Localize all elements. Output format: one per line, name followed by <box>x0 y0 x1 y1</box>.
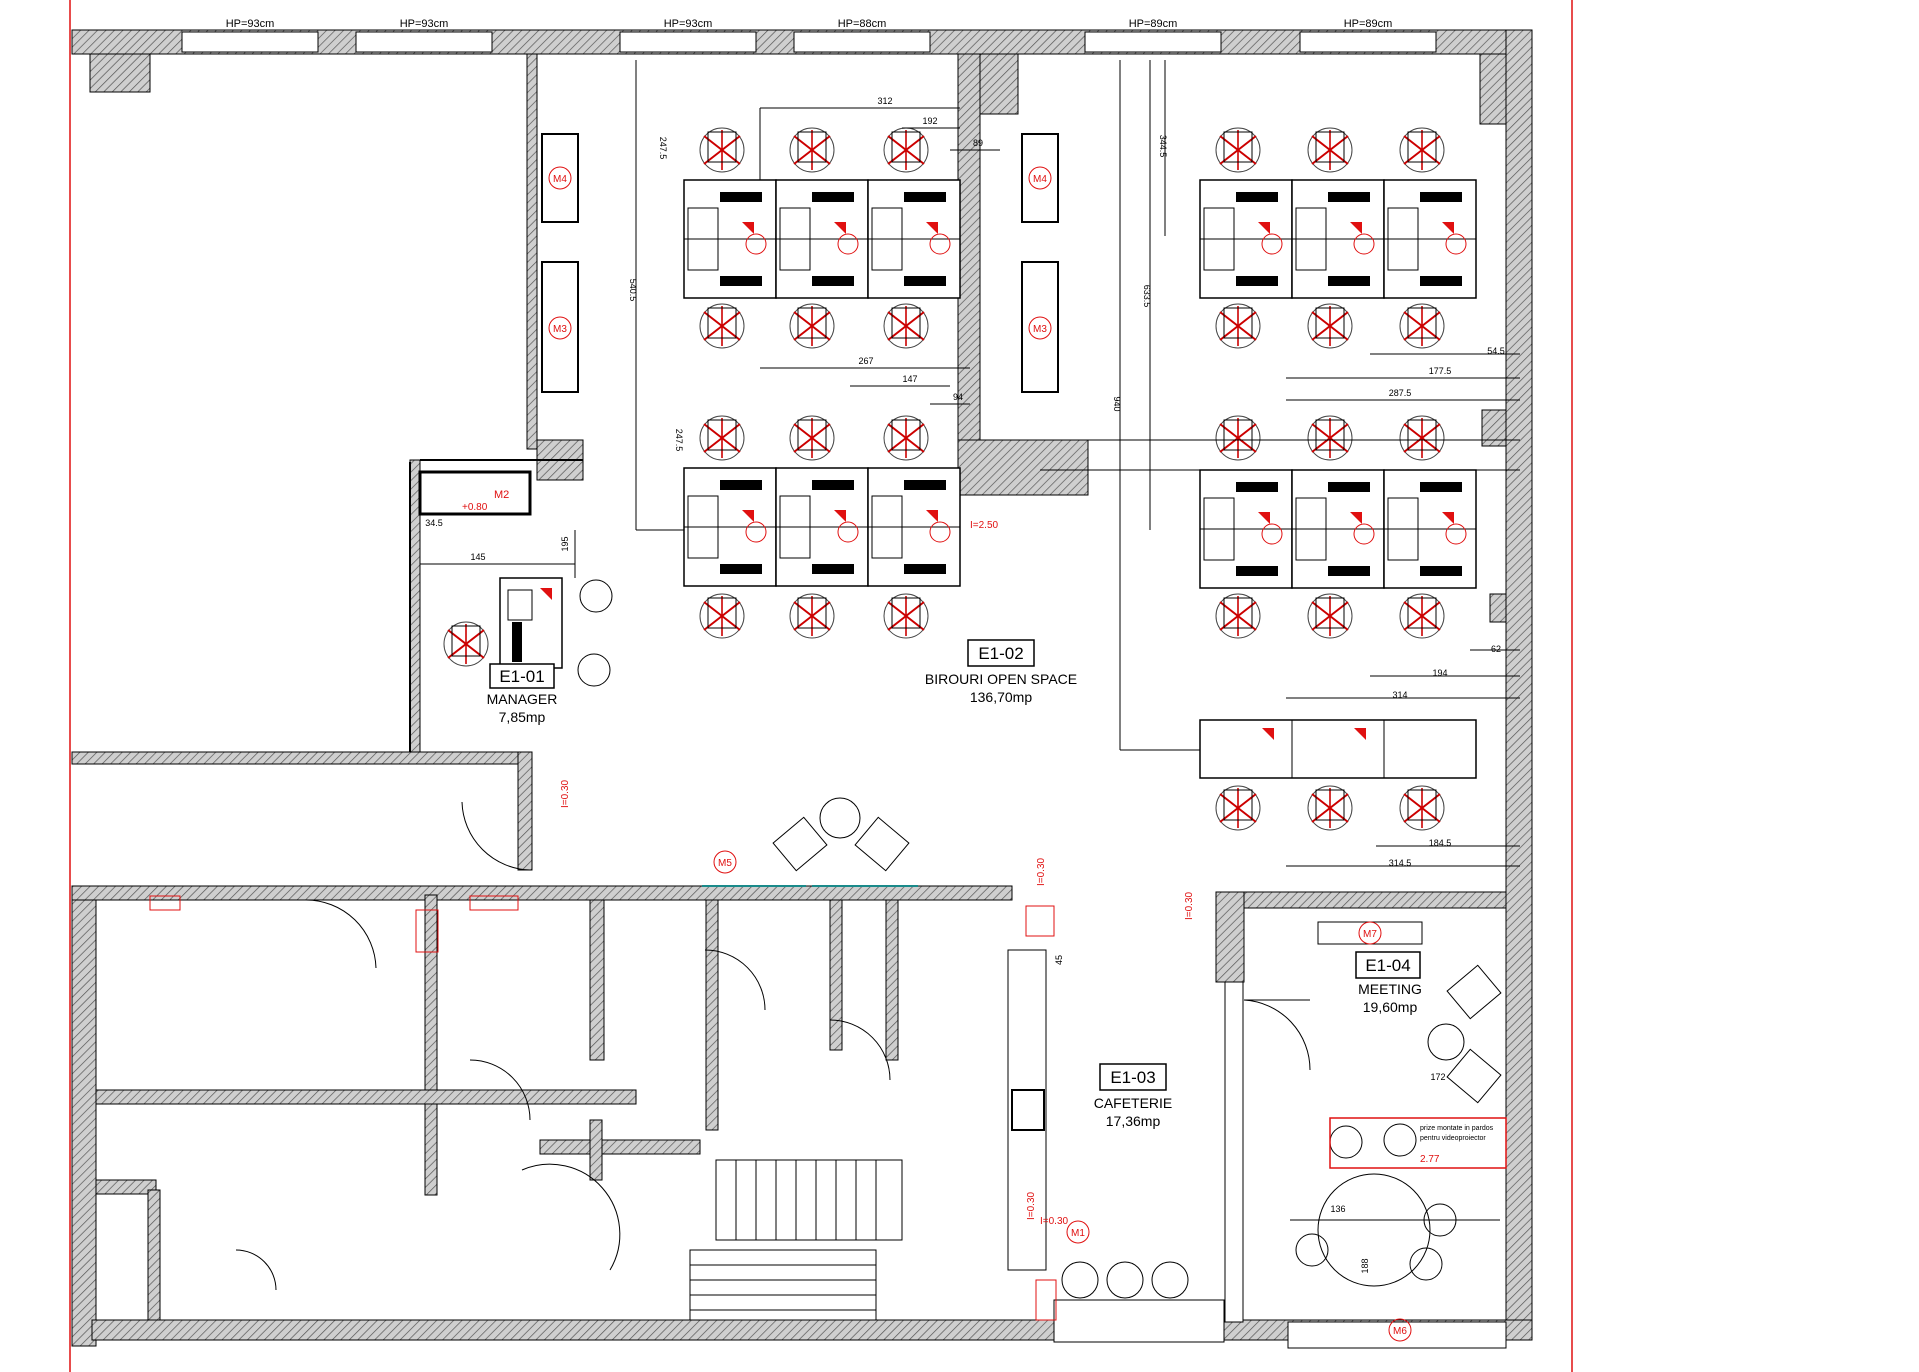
room-name: MEETING <box>1358 981 1422 997</box>
room-code: E1-01 <box>499 667 544 686</box>
meeting-furniture <box>1244 921 1507 1349</box>
svg-text:34.5: 34.5 <box>425 518 443 528</box>
svg-text:344.5: 344.5 <box>1158 135 1168 158</box>
svg-text:314.5: 314.5 <box>1389 858 1412 868</box>
svg-text:247.5: 247.5 <box>658 137 668 160</box>
room-name: BIROURI OPEN SPACE <box>925 671 1077 687</box>
room-area: 19,60mp <box>1363 999 1418 1015</box>
svg-text:I=2.50: I=2.50 <box>970 520 999 531</box>
svg-text:54.5: 54.5 <box>1487 346 1505 356</box>
svg-text:194: 194 <box>1432 668 1447 678</box>
electrical-marks: I=2.50 I=0.30 I=0.30 I=0.30 I=0.30 I=0.3… <box>149 520 1195 1321</box>
doors <box>235 801 1311 1291</box>
room-name: MANAGER <box>487 691 558 707</box>
room-code: E1-03 <box>1110 1068 1155 1087</box>
furniture-tag: M3 <box>553 324 567 335</box>
room-code: E1-02 <box>978 644 1023 663</box>
furniture-tag: M3 <box>1033 324 1047 335</box>
svg-text:I=0.30: I=0.30 <box>1036 857 1047 886</box>
dimension-labels: 312 192 89 247.5 540.5 267 147 94 247.5 … <box>425 96 1505 1274</box>
svg-text:94: 94 <box>953 392 963 402</box>
svg-text:147: 147 <box>902 374 917 384</box>
manager-office-walls: M2 +0.80 <box>409 459 583 752</box>
furniture-tag: M4 <box>1033 174 1047 185</box>
window-label: HP=93cm <box>664 18 713 30</box>
svg-text:I=0.30: I=0.30 <box>560 779 571 808</box>
svg-text:62: 62 <box>1491 644 1501 654</box>
window-label: HP=93cm <box>400 18 449 30</box>
svg-text:940: 940 <box>1112 396 1122 411</box>
windows <box>181 31 1437 53</box>
svg-text:633.5: 633.5 <box>1142 285 1152 308</box>
window-label: HP=89cm <box>1129 18 1178 30</box>
staircase <box>689 1159 903 1321</box>
interior-walls <box>71 53 1507 1323</box>
room-area: 17,36mp <box>1106 1113 1161 1129</box>
svg-text:287.5: 287.5 <box>1389 388 1412 398</box>
furniture-tag: M7 <box>1363 929 1377 940</box>
svg-text:188: 188 <box>1360 1258 1370 1273</box>
cafeterie-furniture <box>1007 949 1225 1343</box>
room-area: 7,85mp <box>499 709 546 725</box>
furniture-tag: M6 <box>1393 1326 1407 1337</box>
window-label: HP=88cm <box>838 18 887 30</box>
svg-text:136: 136 <box>1330 1204 1345 1214</box>
desk-cluster <box>683 179 1477 779</box>
note-line: pentru videoproiector <box>1420 1135 1486 1142</box>
furniture-tag: M2 <box>494 489 509 501</box>
svg-text:192: 192 <box>922 116 937 126</box>
svg-text:89: 89 <box>973 138 983 148</box>
svg-text:I=0.30: I=0.30 <box>1184 891 1195 920</box>
svg-text:I=0.30: I=0.30 <box>1026 1191 1037 1220</box>
room-area: 136,70mp <box>970 689 1032 705</box>
furniture-tag: M5 <box>718 858 732 869</box>
svg-text:247.5: 247.5 <box>674 429 684 452</box>
svg-text:145: 145 <box>470 552 485 562</box>
svg-text:45: 45 <box>1054 955 1064 965</box>
lounge-area <box>702 797 918 887</box>
svg-text:312: 312 <box>877 96 892 106</box>
svg-text:267: 267 <box>858 356 873 366</box>
room-code: E1-04 <box>1365 956 1410 975</box>
svg-text:314: 314 <box>1392 690 1407 700</box>
svg-text:184.5: 184.5 <box>1429 838 1452 848</box>
svg-text:172: 172 <box>1430 1072 1445 1082</box>
note-line: prize montate in pardos <box>1420 1125 1494 1132</box>
elevation-mark: 2.77 <box>1420 1154 1440 1165</box>
svg-text:195: 195 <box>560 536 570 551</box>
storage-units <box>541 133 1059 393</box>
elevation-mark: +0.80 <box>462 502 488 513</box>
furniture-tag: M4 <box>553 174 567 185</box>
room-label-meeting: E1-04 MEETING 19,60mp <box>1355 951 1422 1015</box>
room-label-cafeterie: E1-03 CAFETERIE 17,36mp <box>1094 1063 1173 1129</box>
furniture-tag: M1 <box>1071 1228 1085 1239</box>
dimension-lines <box>420 60 1520 867</box>
svg-text:177.5: 177.5 <box>1429 366 1452 376</box>
window-label: HP=89cm <box>1344 18 1393 30</box>
svg-text:I=0.30: I=0.30 <box>1040 1216 1069 1227</box>
room-name: CAFETERIE <box>1094 1095 1173 1111</box>
room-label-manager: E1-01 MANAGER 7,85mp <box>487 663 558 725</box>
svg-text:540.5: 540.5 <box>628 279 638 302</box>
window-label: HP=93cm <box>226 18 275 30</box>
room-label-open-space: E1-02 BIROURI OPEN SPACE 136,70mp <box>925 639 1077 705</box>
